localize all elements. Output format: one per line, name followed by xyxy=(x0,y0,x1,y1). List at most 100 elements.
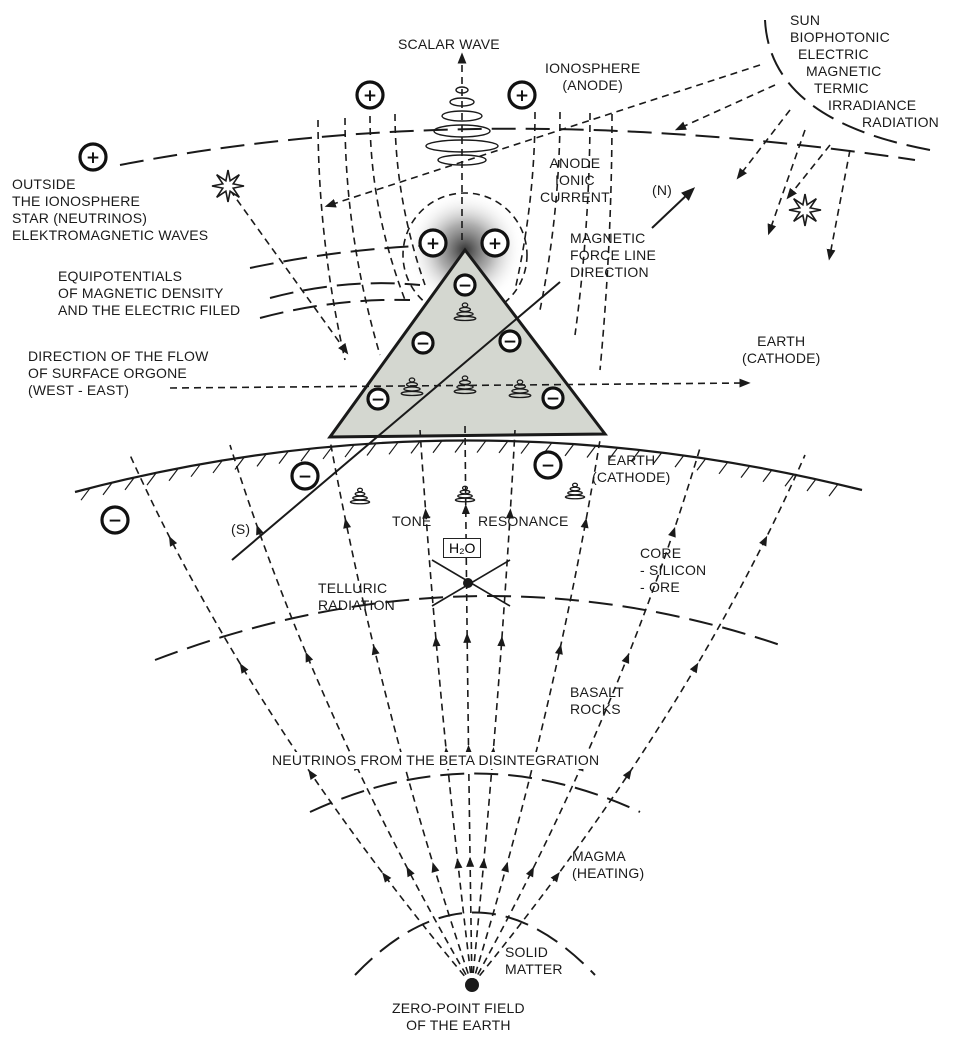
neutrino-field-line xyxy=(471,439,601,986)
solar-ray xyxy=(786,144,831,200)
ionic-field-line xyxy=(344,117,381,356)
svg-text:−: − xyxy=(541,456,555,476)
neutrinos-label: NEUTRINOS FROM THE BETA DISINTEGRATION xyxy=(272,752,600,769)
earth-cathode-lower-label: EARTH(CATHODE) xyxy=(592,452,671,485)
svg-text:−: − xyxy=(458,276,472,296)
solar-ray xyxy=(674,84,776,131)
hatch-mark xyxy=(212,460,223,474)
flow-arrowhead xyxy=(550,871,560,883)
neutrino-field-line xyxy=(329,439,473,986)
equipotential-curve xyxy=(259,298,411,319)
hatch-mark xyxy=(278,451,289,464)
h2o-box: H₂O xyxy=(443,538,482,558)
hatch-mark xyxy=(300,448,311,462)
svg-text:+: + xyxy=(363,86,377,106)
hatch-mark xyxy=(190,464,201,478)
flow-arrowhead xyxy=(422,508,431,519)
hatch-mark xyxy=(806,478,817,492)
solid-matter-arc xyxy=(354,911,596,976)
solar-ray xyxy=(767,129,806,236)
hatch-mark xyxy=(828,483,839,497)
hatch-mark xyxy=(388,441,399,455)
ionic-field-line xyxy=(369,115,406,301)
hatch-mark xyxy=(498,440,509,454)
flow-arrowhead xyxy=(580,517,589,529)
hatch-mark xyxy=(740,465,751,478)
hatch-mark xyxy=(476,440,487,453)
neutrino-field-line xyxy=(471,454,806,986)
flow-arrowhead xyxy=(461,504,470,515)
flow-arrowhead xyxy=(505,508,514,519)
solar-ray xyxy=(736,109,791,180)
coil-spiral-icon xyxy=(508,379,532,399)
equipotential-curve xyxy=(249,244,441,269)
flow-arrowhead xyxy=(382,872,392,883)
flow-arrowhead xyxy=(256,524,264,536)
zero-point-source xyxy=(465,978,479,992)
flow-arrowhead xyxy=(463,632,472,643)
flow-arrowhead xyxy=(308,769,318,781)
magma-label: MAGMA(HEATING) xyxy=(572,848,645,881)
negative-charge-icon: − xyxy=(498,329,522,353)
svg-text:−: − xyxy=(416,334,430,354)
hatch-mark xyxy=(564,443,575,457)
svg-text:−: − xyxy=(371,390,385,410)
hatch-mark xyxy=(520,441,531,454)
scalar-coil xyxy=(425,86,499,166)
hatch-mark xyxy=(168,468,179,482)
positive-charge-icon: + xyxy=(78,142,108,172)
coil-spiral-icon xyxy=(564,482,586,500)
positive-charge-icon: + xyxy=(418,228,448,258)
positive-charge-icon: + xyxy=(355,80,385,110)
neutrino-field-line xyxy=(471,429,516,986)
hatch-mark xyxy=(454,440,465,453)
flow-arrowhead xyxy=(343,518,352,529)
surface-hatching xyxy=(80,440,839,501)
ionic-field-line xyxy=(539,111,561,311)
negative-charge-icon: − xyxy=(453,273,477,297)
star-burst-icon xyxy=(788,193,822,227)
svg-text:+: + xyxy=(515,86,529,106)
flow-arrowhead xyxy=(621,653,630,664)
hatch-mark xyxy=(366,443,377,456)
hatch-mark xyxy=(784,473,795,487)
positive-charge-icon: + xyxy=(507,80,537,110)
scalar-wave-label: SCALAR WAVE xyxy=(398,36,500,52)
hatch-mark xyxy=(586,445,597,458)
svg-text:−: − xyxy=(503,332,517,352)
svg-text:−: − xyxy=(546,389,560,409)
earth-surface xyxy=(74,439,863,494)
svg-text:+: + xyxy=(488,234,502,254)
coil-spiral-icon xyxy=(400,377,424,397)
hatch-mark xyxy=(608,447,619,460)
magma-layer-arc xyxy=(309,772,641,813)
negative-charge-icon: − xyxy=(366,387,390,411)
core-layer-arc xyxy=(154,595,781,661)
south-label: (S) xyxy=(231,521,251,537)
neutrino-field-line xyxy=(229,444,473,986)
flow-arrowhead xyxy=(525,866,534,878)
negative-charge-icon: − xyxy=(411,331,435,355)
earth-cathode-upper-label: EARTH(CATHODE) xyxy=(742,333,821,366)
sun-arc xyxy=(764,19,931,151)
north-arrow xyxy=(651,187,696,229)
star-burst-icon xyxy=(211,169,245,203)
neutrino-field-line xyxy=(419,429,473,986)
hatch-mark xyxy=(630,449,641,463)
flow-arrowhead xyxy=(431,862,440,873)
hatch-mark xyxy=(80,487,91,501)
ionosphere-label: IONOSPHERE(ANODE) xyxy=(545,60,641,93)
neutrino-field-line xyxy=(129,454,473,986)
ionosphere-arc xyxy=(119,127,916,166)
flow-arrowhead xyxy=(432,636,441,647)
flow-arrowhead xyxy=(497,636,506,647)
resonance-label: RESONANCE xyxy=(478,513,569,529)
flow-arrowhead xyxy=(371,644,380,656)
star-ray xyxy=(229,189,349,355)
flow-arrowhead xyxy=(466,856,475,867)
